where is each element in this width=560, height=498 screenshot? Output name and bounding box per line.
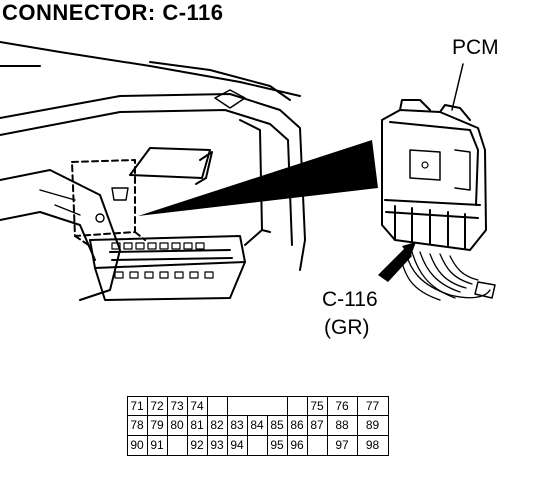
diagram-title: CONNECTOR: C-116 xyxy=(2,0,224,25)
pin-80: 80 xyxy=(170,418,184,432)
pin-94: 94 xyxy=(230,438,244,452)
pin-98: 98 xyxy=(365,438,380,452)
connector-color-label: (GR) xyxy=(324,316,370,339)
pin-92: 92 xyxy=(190,438,204,452)
pin-87: 87 xyxy=(310,418,324,432)
pin-89: 89 xyxy=(365,418,380,432)
pin-78: 78 xyxy=(130,418,144,432)
pin-77: 77 xyxy=(365,399,380,413)
pcm-label: PCM xyxy=(452,36,499,59)
pin-71: 71 xyxy=(130,399,144,413)
pin-74: 74 xyxy=(190,399,204,413)
connector-label: C-116 xyxy=(322,288,378,311)
pin-95: 95 xyxy=(270,438,284,452)
pin-97: 97 xyxy=(335,438,349,452)
pin-90: 90 xyxy=(130,438,144,452)
pin-93: 93 xyxy=(210,438,224,452)
pin-81: 81 xyxy=(190,418,204,432)
pin-86: 86 xyxy=(290,418,304,432)
pin-85: 85 xyxy=(270,418,284,432)
pin-82: 82 xyxy=(210,418,224,432)
pin-76: 76 xyxy=(335,399,349,413)
pin-72: 72 xyxy=(150,399,164,413)
pin-84: 84 xyxy=(250,418,264,432)
pin-75: 75 xyxy=(310,399,324,413)
pin-79: 79 xyxy=(150,418,164,432)
pin-88: 88 xyxy=(335,418,349,432)
pin-73: 73 xyxy=(170,399,184,413)
pin-83: 83 xyxy=(230,418,244,432)
pin-91: 91 xyxy=(150,438,164,452)
connector-pinout xyxy=(127,396,389,456)
pin-96: 96 xyxy=(290,438,304,452)
